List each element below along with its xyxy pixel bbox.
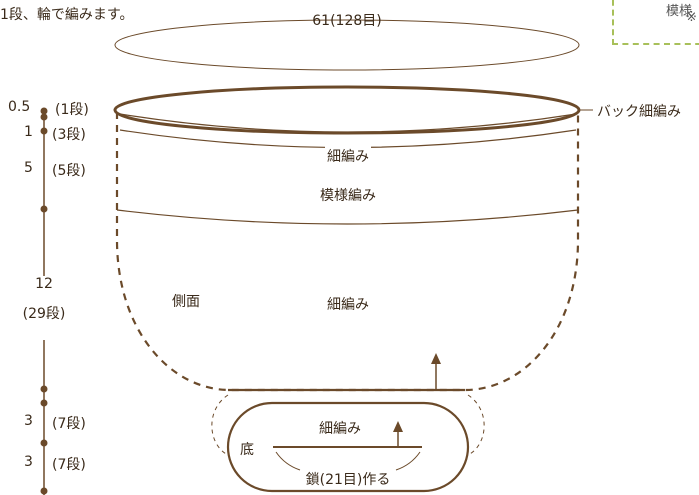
chain-bracket-left	[275, 451, 301, 471]
ruler-dot	[40, 487, 48, 495]
rim-inner-arc	[119, 113, 577, 133]
chain-bracket-right	[395, 451, 421, 471]
dim-size-2: 5	[24, 160, 33, 176]
band2-label: 模様編み	[320, 188, 376, 204]
note-box: 模様 ※	[612, 0, 699, 45]
band2-line	[116, 209, 579, 225]
body-label: 細編み	[327, 297, 369, 313]
bottom-pattern-label: 細編み	[319, 421, 361, 437]
base-oval	[226, 401, 470, 493]
dim-rows-5: (7段)	[52, 457, 86, 473]
ruler-dot	[40, 205, 48, 213]
arrow-up-icon	[431, 353, 441, 364]
dim-size-0: 0.5	[8, 99, 31, 115]
dim-rows-0: (1段)	[55, 102, 89, 118]
dim-rows-2: (5段)	[52, 163, 86, 179]
dim-rows-3: (29段)	[22, 306, 66, 322]
top-measure: 61(128目)	[312, 13, 382, 29]
dim-size-5: 3	[24, 454, 33, 470]
dim-rows-1: (3段)	[52, 127, 86, 143]
band1-label: 細編み	[325, 146, 371, 166]
bottom-label: 底	[240, 442, 254, 458]
chain-label: 鎖(21目)作る	[303, 469, 393, 489]
note-box-line2: ※	[686, 10, 697, 25]
top-opening-ellipse	[114, 19, 580, 71]
ruler-dot	[40, 107, 48, 115]
dim-size-3: 12	[35, 276, 53, 292]
ruler-dot	[40, 113, 48, 121]
dim-size-4: 3	[24, 413, 33, 429]
ruler-dot	[40, 399, 48, 407]
rim-label: バック細編み	[597, 104, 681, 120]
top-note: 1段、輪で編みます。	[0, 7, 134, 23]
note-box-line1: 模様	[666, 4, 693, 19]
rim-ellipse	[113, 85, 581, 135]
body-outline	[115, 112, 580, 392]
ruler-dot	[40, 385, 48, 393]
dim-rows-4: (7段)	[52, 416, 86, 432]
ruler-dot	[40, 127, 48, 135]
base-left-dashed	[211, 394, 229, 456]
dim-size-1: 1	[24, 124, 33, 140]
base-right-dashed	[467, 394, 485, 456]
side-label: 側面	[172, 294, 200, 310]
base-arrow-up-icon	[393, 421, 403, 432]
ruler-dot	[40, 439, 48, 447]
